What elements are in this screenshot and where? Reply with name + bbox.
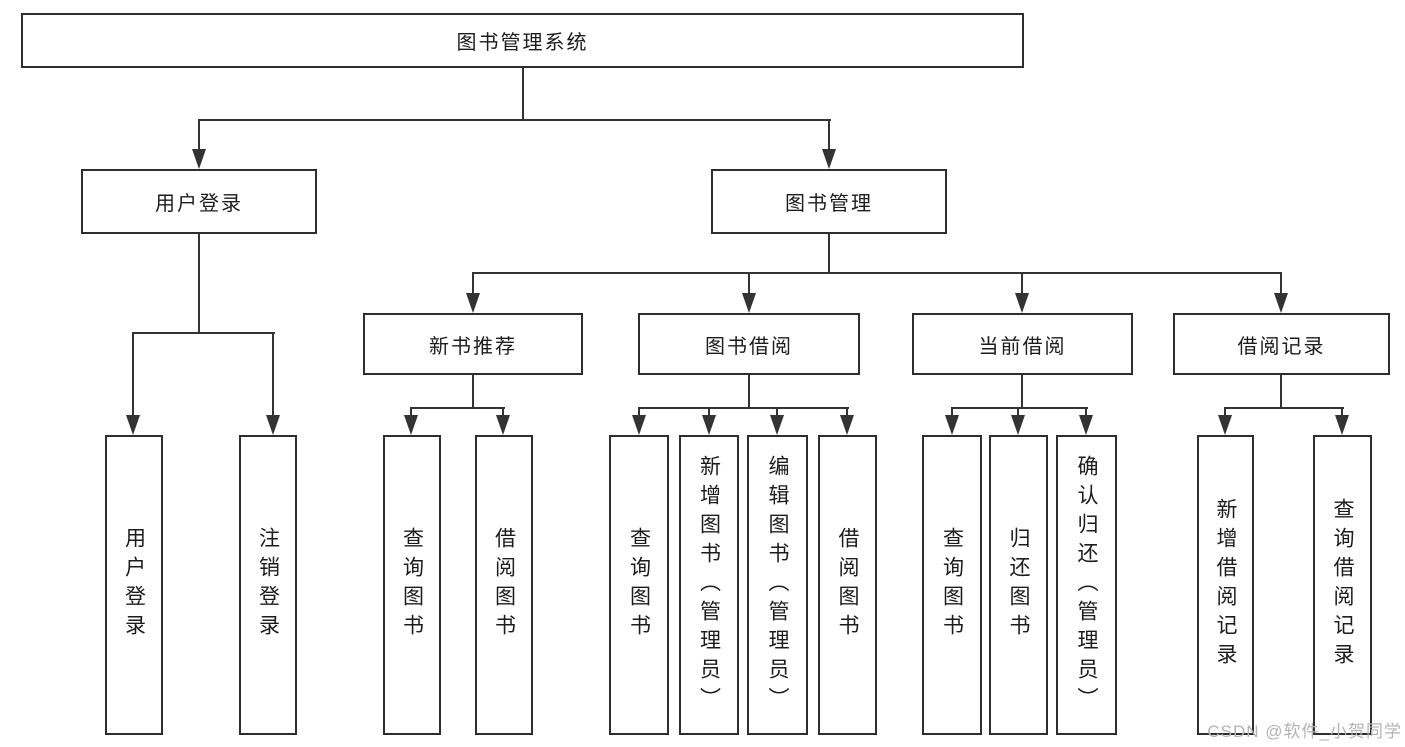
connector-line [522,68,524,120]
leaf-current-return-books: 归还图书 [989,435,1048,735]
connector-line [1341,407,1343,419]
connector-line [828,119,830,150]
arrowhead-down-icon [702,415,716,435]
arrowhead-down-icon [1218,415,1232,435]
connector-line [132,332,134,416]
arrowhead-down-icon [1335,415,1349,435]
leaf-borrow-edit-books-admin: 编辑图书（管理员） [747,435,808,735]
connector-line [776,407,778,419]
connector-line [638,407,849,409]
connector-line [199,119,831,121]
arrowhead-down-icon [945,415,959,435]
leaf-borrow-add-books-admin: 新增图书（管理员） [679,435,739,735]
arrowhead-down-icon [1274,293,1288,313]
connector-line [846,407,848,419]
connector-line [1021,375,1023,409]
arrowhead-down-icon [126,415,140,435]
leaf-records-query-record: 查询借阅记录 [1313,435,1372,735]
connector-line [951,407,953,419]
connector-line [1280,375,1282,409]
arrowhead-down-icon [840,415,854,435]
node-borrow-records: 借阅记录 [1173,313,1390,375]
connector-line [1224,407,1344,409]
connector-line [502,407,504,419]
arrowhead-down-icon [742,293,756,313]
leaf-records-add-record: 新增借阅记录 [1197,435,1254,735]
arrowhead-down-icon [822,149,836,169]
connector-line [472,272,474,295]
arrowhead-down-icon [1079,415,1093,435]
arrowhead-down-icon [632,415,646,435]
connector-line [1021,272,1023,295]
csdn-watermark: CSDN @软件_小贺同学 [1207,722,1402,741]
leaf-current-confirm-return-admin: 确认归还（管理员） [1056,435,1117,735]
connector-line [410,407,505,409]
connector-line [1224,407,1226,419]
node-new-book-recommend: 新书推荐 [363,313,583,375]
connector-line [708,407,710,419]
leaf-logout: 注销登录 [239,435,297,735]
connector-line [1017,407,1019,419]
leaf-user-login: 用户登录 [105,435,163,735]
node-book-management: 图书管理 [711,169,947,234]
connector-line [638,407,640,419]
connector-line [410,407,412,419]
connector-line [272,332,274,416]
connector-line [1280,272,1282,295]
arrowhead-down-icon [466,293,480,313]
connector-line [198,119,200,150]
arrowhead-down-icon [770,415,784,435]
connector-line [828,234,830,274]
node-user-login: 用户登录 [81,169,317,234]
connector-line [198,234,200,334]
node-library-system: 图书管理系统 [21,13,1024,68]
connector-line [132,332,275,334]
leaf-borrow-borrow-books: 借阅图书 [818,435,877,735]
connector-line [472,375,474,409]
arrowhead-down-icon [192,149,206,169]
connector-line [748,375,750,409]
arrowhead-down-icon [496,415,510,435]
connector-line [951,407,1088,409]
arrowhead-down-icon [404,415,418,435]
leaf-borrow-query-books: 查询图书 [609,435,669,735]
connector-line [472,272,1282,274]
arrowhead-down-icon [1011,415,1025,435]
connector-line [748,272,750,295]
leaf-current-query-books: 查询图书 [922,435,982,735]
leaf-newbook-borrow-books: 借阅图书 [475,435,533,735]
arrowhead-down-icon [1015,293,1029,313]
leaf-newbook-query-books: 查询图书 [383,435,441,735]
node-current-borrow: 当前借阅 [912,313,1133,375]
connector-line [1085,407,1087,419]
node-book-borrow: 图书借阅 [638,313,860,375]
arrowhead-down-icon [266,415,280,435]
